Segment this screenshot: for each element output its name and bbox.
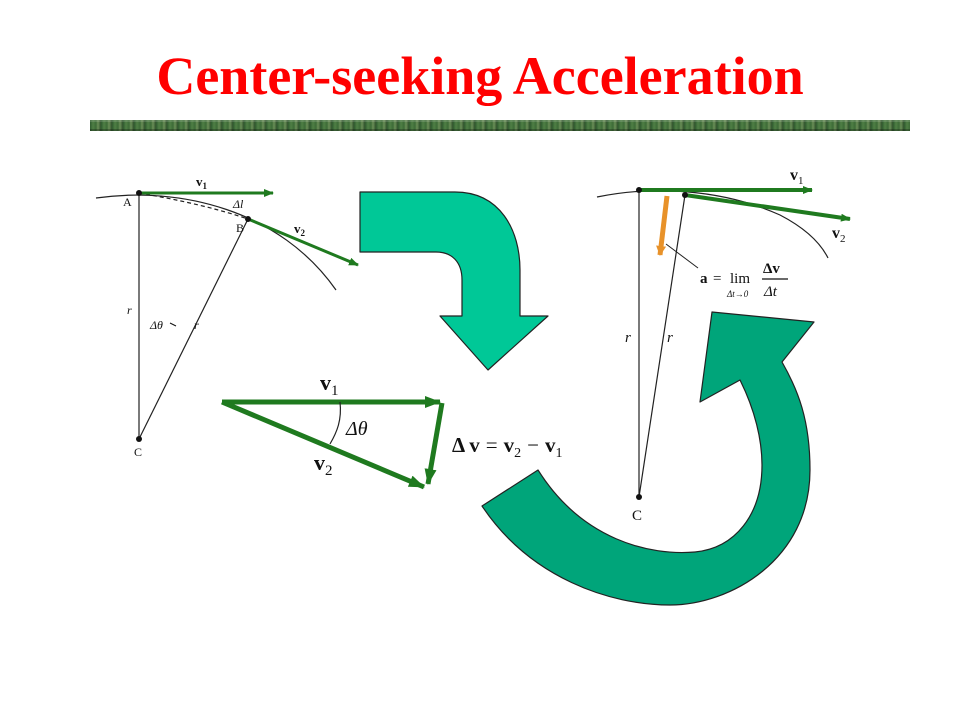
r-left-label: r xyxy=(127,303,132,317)
point-c-label: C xyxy=(134,445,142,459)
accel-a-label: a xyxy=(700,271,708,287)
acceleration-formula: a = lim Δt→0 Δv Δt xyxy=(700,261,788,300)
delta-theta-tick xyxy=(169,322,177,327)
right-v2-vector xyxy=(684,193,851,222)
right-point-1-dot xyxy=(636,187,642,193)
right-point-c-dot xyxy=(636,494,642,500)
right-radius-line-b xyxy=(638,194,686,498)
accel-numerator: Δv xyxy=(763,261,780,277)
right-v1-label: v1 xyxy=(790,167,804,187)
v2-label: v2 xyxy=(294,221,306,238)
accel-lim-sub: Δt→0 xyxy=(726,289,749,299)
curved-arrow-down xyxy=(359,191,549,371)
right-point-2-dot xyxy=(682,192,688,198)
right-v2-label: v2 xyxy=(832,225,846,245)
v2-vector xyxy=(247,217,359,267)
triangle-angle-arc xyxy=(329,401,342,445)
triangle-delta-theta-label: Δθ xyxy=(345,418,368,440)
r-right-label: r xyxy=(194,318,199,332)
triangle-v1-label: v1 xyxy=(320,370,339,399)
curved-arrow-up xyxy=(481,311,815,606)
acceleration-leader-line xyxy=(665,243,699,269)
chord-dashed xyxy=(138,192,249,220)
delta-theta-label: Δθ xyxy=(149,318,163,332)
circle-arc xyxy=(95,194,337,291)
point-a-dot xyxy=(136,190,142,196)
delta-v-equation: Δ v=v2−v1 xyxy=(452,433,562,461)
accel-denominator: Δt xyxy=(763,284,778,300)
triangle-v2-vector xyxy=(221,399,425,490)
accel-lim: lim xyxy=(730,271,750,287)
left-circle-diagram: A B C v1 v2 Δl r r Δθ xyxy=(95,174,359,459)
accel-equals: = xyxy=(713,271,721,287)
right-circle-diagram: v1 v2 C r r a = lim Δt→0 Δv Δt xyxy=(596,167,851,524)
title-divider xyxy=(90,120,910,131)
right-r-left-label: r xyxy=(625,330,631,346)
v1-label: v1 xyxy=(196,174,208,191)
acceleration-vector xyxy=(656,195,670,256)
point-a-label: A xyxy=(123,195,132,209)
right-point-c-label: C xyxy=(632,508,642,524)
delta-l-label: Δl xyxy=(232,197,244,211)
vector-triangle: v1 v2 Δθ Δ v=v2−v1 xyxy=(221,370,562,490)
radius-line-b xyxy=(138,218,249,440)
triangle-delta-v-vector xyxy=(424,402,445,485)
triangle-v2-label: v2 xyxy=(314,450,333,479)
point-b-label: B xyxy=(236,221,244,235)
slide-title: Center-seeking Acceleration xyxy=(156,46,804,106)
right-r-right-label: r xyxy=(667,330,673,346)
point-b-dot xyxy=(245,216,251,222)
point-c-dot xyxy=(136,436,142,442)
